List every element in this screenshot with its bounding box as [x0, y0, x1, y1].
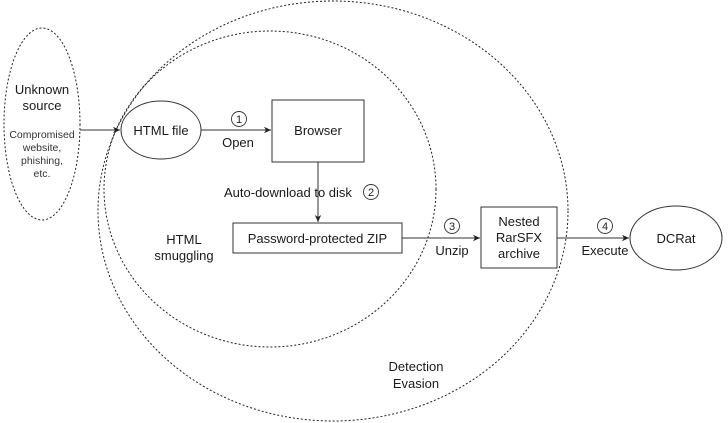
step-3-number: 3	[449, 221, 455, 233]
step-1-number: 1	[236, 114, 242, 126]
edge-label-execute: Execute	[582, 243, 629, 258]
unknown-source-detail-line-4: etc.	[34, 168, 51, 180]
unknown-source-detail-line-3: phishing,	[21, 155, 63, 167]
html-file-label: HTML file	[133, 123, 188, 138]
rarsfx-node[interactable]: Nested RarSFX archive	[480, 206, 558, 269]
detection-evasion-label-line-2: Evasion	[393, 376, 439, 391]
step-2-number: 2	[368, 187, 374, 199]
html-smuggling-label-line-2: smuggling	[154, 248, 213, 263]
unknown-source-detail-line-1: Compromised	[9, 129, 75, 141]
edge-label-auto-download: Auto-download to disk	[224, 185, 352, 200]
step-3-badge: 3	[444, 218, 460, 234]
html-smuggling-label: HTML smuggling	[154, 232, 213, 263]
html-smuggling-region	[103, 30, 437, 348]
password-zip-label: Password-protected ZIP	[248, 231, 387, 246]
html-smuggling-label-line-1: HTML	[166, 232, 201, 247]
detection-evasion-label: Detection Evasion	[389, 359, 444, 391]
step-1-badge: 1	[231, 111, 247, 127]
step-4-number: 4	[602, 221, 608, 233]
browser-label: Browser	[294, 123, 342, 138]
rarsfx-label-line-3: archive	[498, 246, 540, 261]
detection-evasion-label-line-1: Detection	[389, 359, 444, 374]
step-4-badge: 4	[597, 218, 613, 234]
password-zip-node[interactable]: Password-protected ZIP	[232, 222, 403, 254]
detection-evasion-region	[97, 0, 569, 422]
unknown-source-title-line-1: Unknown	[15, 82, 69, 97]
html-file-node[interactable]: HTML file	[120, 100, 202, 160]
edge-label-unzip: Unzip	[435, 243, 468, 258]
rarsfx-label-line-2: RarSFX	[496, 230, 543, 245]
unknown-source-title-line-2: source	[22, 98, 61, 113]
unknown-source-detail-line-2: website,	[22, 142, 62, 154]
dcrat-label: DCRat	[656, 231, 695, 246]
rarsfx-label-line-1: Nested	[498, 214, 539, 229]
step-2-badge: 2	[363, 184, 379, 200]
dcrat-node[interactable]: DCRat	[629, 205, 723, 271]
edge-label-open: Open	[222, 135, 254, 150]
browser-node[interactable]: Browser	[271, 99, 365, 163]
unknown-source-node[interactable]: Unknown source Compromised website, phis…	[3, 27, 81, 221]
